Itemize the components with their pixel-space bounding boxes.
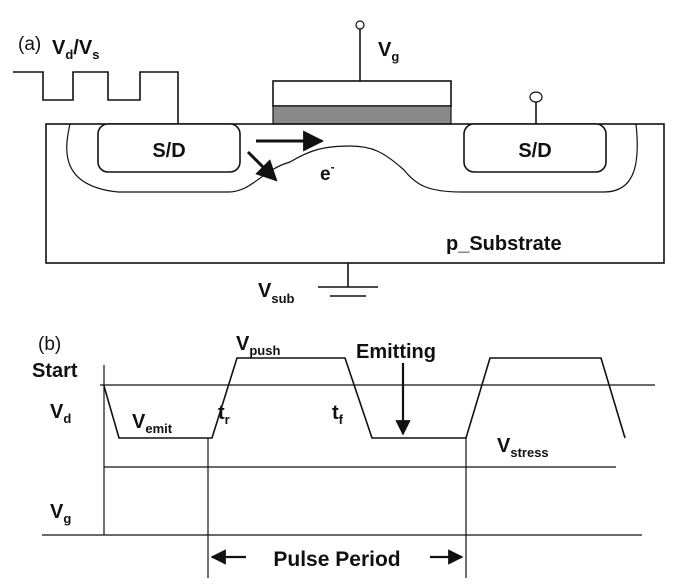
vd-waveform: [103, 357, 626, 439]
emitting-label: Emitting: [356, 341, 436, 363]
vg-label-a: Vg: [378, 39, 399, 64]
vstress-label: Vstress: [497, 435, 549, 460]
electron-arrow-down: [246, 150, 278, 182]
gate-terminal: [355, 20, 365, 30]
tf-label: tf: [332, 402, 344, 427]
sd-right-terminal: [529, 91, 543, 103]
start-label: Start: [32, 360, 78, 382]
vpush-label: Vpush: [236, 333, 280, 358]
substrate-label: p_Substrate: [446, 233, 562, 255]
vg-label-b: Vg: [50, 501, 71, 526]
gate-electrode: [272, 80, 452, 107]
tr-label: tr: [218, 402, 230, 427]
depletion-boundary: [66, 123, 638, 193]
sd-right-region: [463, 123, 607, 173]
vemit-label: Vemit: [132, 411, 173, 436]
vd-pulse-waveform: [13, 71, 179, 124]
substrate-body: [45, 123, 665, 264]
vd-label-b: Vd: [50, 401, 71, 426]
sd-right-label: S/D: [518, 140, 551, 162]
vd-vs-label: Vd/Vs: [52, 37, 99, 62]
vsub-label: Vsub: [258, 280, 295, 306]
panel-a-label: (a): [18, 34, 41, 55]
pulse-period-label: Pulse Period: [273, 548, 400, 571]
gate-oxide: [272, 105, 452, 125]
electron-label: e-: [320, 160, 335, 185]
sd-left-region: [97, 123, 241, 173]
panel-b-label: (b): [38, 334, 61, 355]
sd-left-label: S/D: [152, 140, 185, 162]
